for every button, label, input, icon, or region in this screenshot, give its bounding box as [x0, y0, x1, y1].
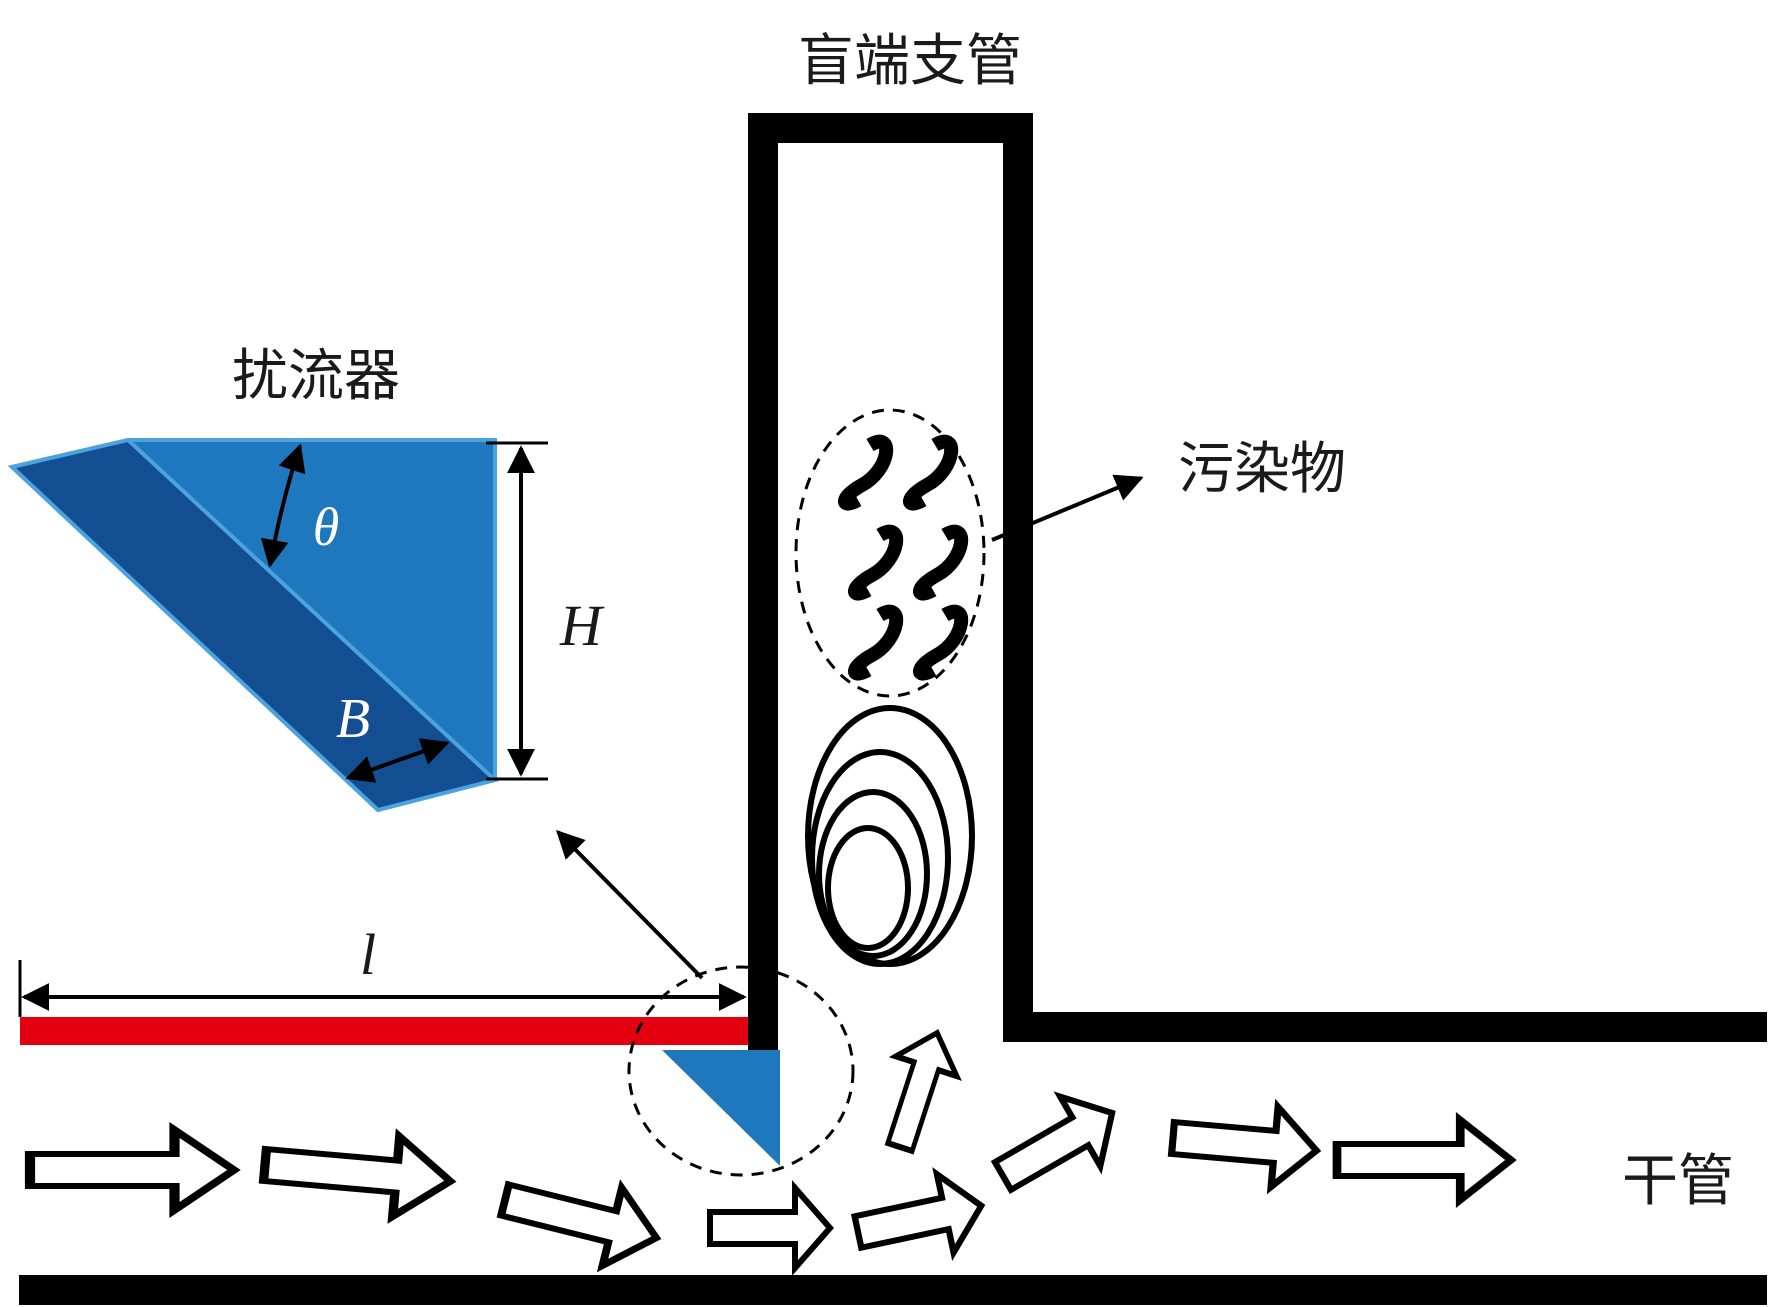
b-symbol: B	[336, 688, 370, 750]
flow-arrow	[870, 1023, 968, 1157]
pollutant-label: 污染物	[1178, 437, 1346, 502]
pollutant-leader-arrow	[991, 474, 1144, 542]
red-bar	[20, 1017, 748, 1045]
flow-arrow	[30, 1130, 234, 1210]
h-dimension	[486, 441, 548, 781]
theta-arrow	[260, 443, 306, 568]
main-pipe-label: 干管	[1622, 1149, 1734, 1214]
h-symbol: H	[559, 593, 605, 658]
flow-arrow	[1170, 1098, 1320, 1190]
b-arrow	[345, 738, 450, 783]
l-symbol: l	[360, 922, 376, 987]
spoiler-leader-arrow	[556, 830, 704, 980]
flow-arrow	[1337, 1120, 1511, 1200]
flow-arrow	[262, 1125, 454, 1221]
flow-arrow	[850, 1167, 990, 1271]
spoiler-in-pipe	[662, 1050, 780, 1166]
flow-arrow	[710, 1188, 830, 1268]
vortex	[805, 705, 975, 967]
l-dimension	[18, 960, 747, 1017]
pipe-walls	[19, 113, 1767, 1305]
flow-arrow	[983, 1078, 1132, 1210]
branch-pipe-wall	[748, 113, 1767, 1055]
spoiler-label: 扰流器	[232, 344, 400, 409]
theta-symbol: θ	[313, 497, 340, 557]
spoiler-detail	[7, 437, 500, 813]
flow-arrow	[495, 1161, 666, 1276]
branch-pipe-label: 盲端支管	[798, 29, 1022, 94]
spoiler-zoom-circle	[627, 965, 855, 1177]
pollutant-circle	[794, 408, 986, 698]
pollutant-particles	[838, 434, 969, 681]
